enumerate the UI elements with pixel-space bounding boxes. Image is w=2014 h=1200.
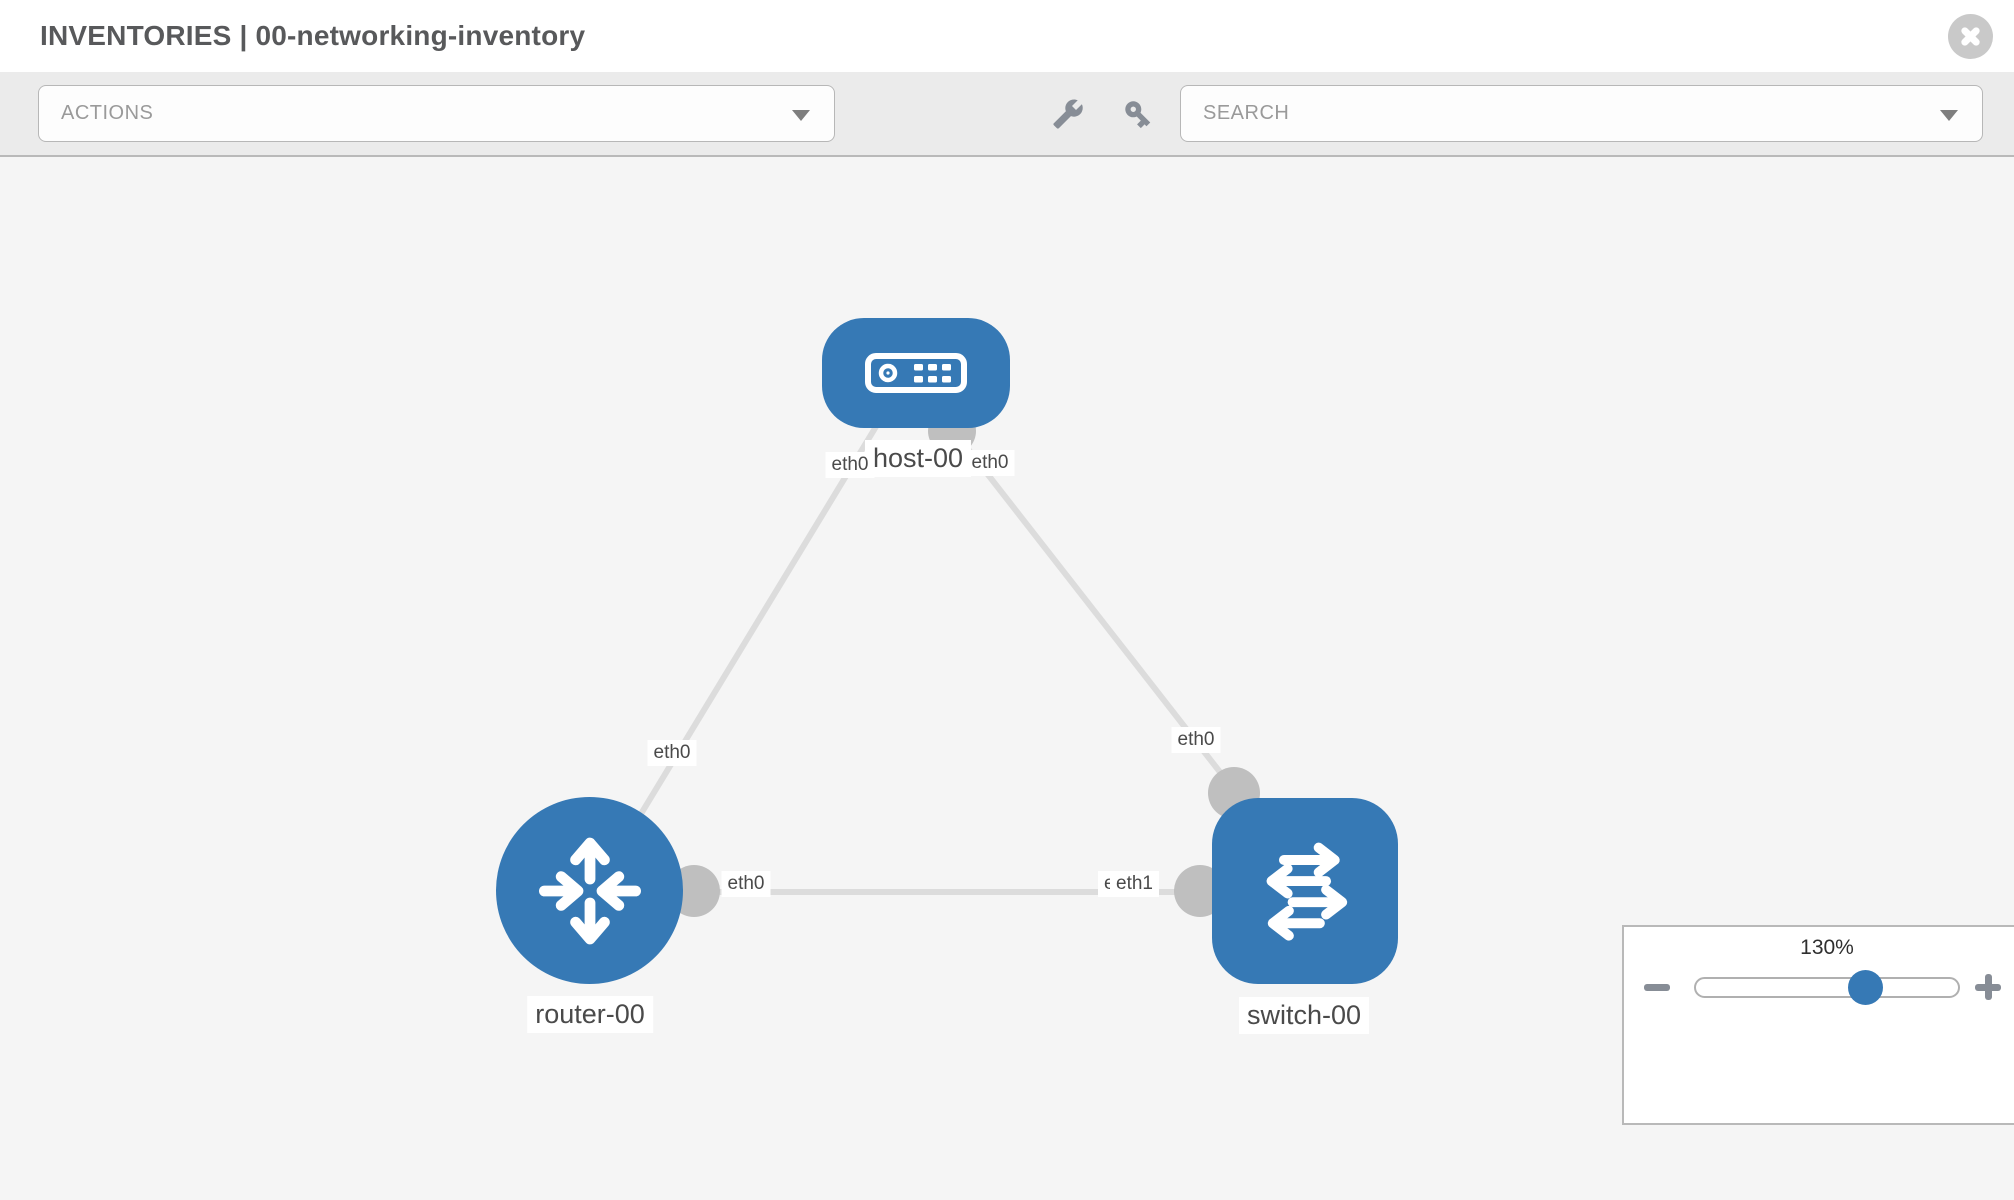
router-icon (538, 837, 641, 944)
switch-icon (1266, 842, 1348, 941)
plus-icon (1984, 974, 1992, 1000)
host-icon (865, 353, 967, 393)
search-placeholder: SEARCH (1203, 102, 1290, 124)
node-switch-00[interactable] (1212, 798, 1398, 984)
toolbar: ACTIONS SEARCH (0, 72, 2014, 157)
credentials-button[interactable] (1119, 96, 1157, 134)
node-label-switch: switch-00 (1238, 997, 1370, 1034)
node-host-00[interactable] (822, 318, 1010, 428)
wrench-icon (1053, 98, 1083, 129)
link-host-router (593, 418, 883, 890)
key-icon (1125, 100, 1151, 128)
chevron-down-icon (1940, 110, 1958, 121)
zoom-slider-knob[interactable] (1848, 970, 1883, 1005)
interface-label: eth0 (965, 450, 1015, 476)
minus-icon (1644, 984, 1670, 991)
zoom-panel: 130% (1622, 925, 2014, 1125)
search-dropdown[interactable]: SEARCH (1180, 85, 1983, 142)
node-router-00[interactable] (496, 797, 683, 984)
header: INVENTORIES | 00-networking-inventory (0, 0, 2014, 72)
close-button[interactable] (1948, 14, 1993, 59)
interface-label: eth0 (1171, 727, 1221, 753)
actions-dropdown-label: ACTIONS (61, 102, 154, 124)
chevron-down-icon (792, 110, 810, 121)
actions-dropdown[interactable]: ACTIONS (38, 85, 835, 142)
configure-button[interactable] (1049, 96, 1087, 134)
node-label-host: host-00 (864, 440, 972, 477)
zoom-in-button[interactable] (1974, 974, 2002, 1000)
zoom-out-button[interactable] (1642, 974, 1672, 1000)
zoom-slider-track[interactable] (1694, 977, 1960, 998)
page-title: INVENTORIES | 00-networking-inventory (40, 20, 586, 51)
interface-label: eth0 (647, 740, 697, 766)
interface-label: eth0 (721, 871, 771, 897)
zoom-level-value: 130% (1800, 936, 1854, 959)
node-label-router: router-00 (527, 996, 653, 1033)
interface-label: eth0 (825, 452, 875, 478)
interface-label: eth1 (1110, 871, 1159, 897)
